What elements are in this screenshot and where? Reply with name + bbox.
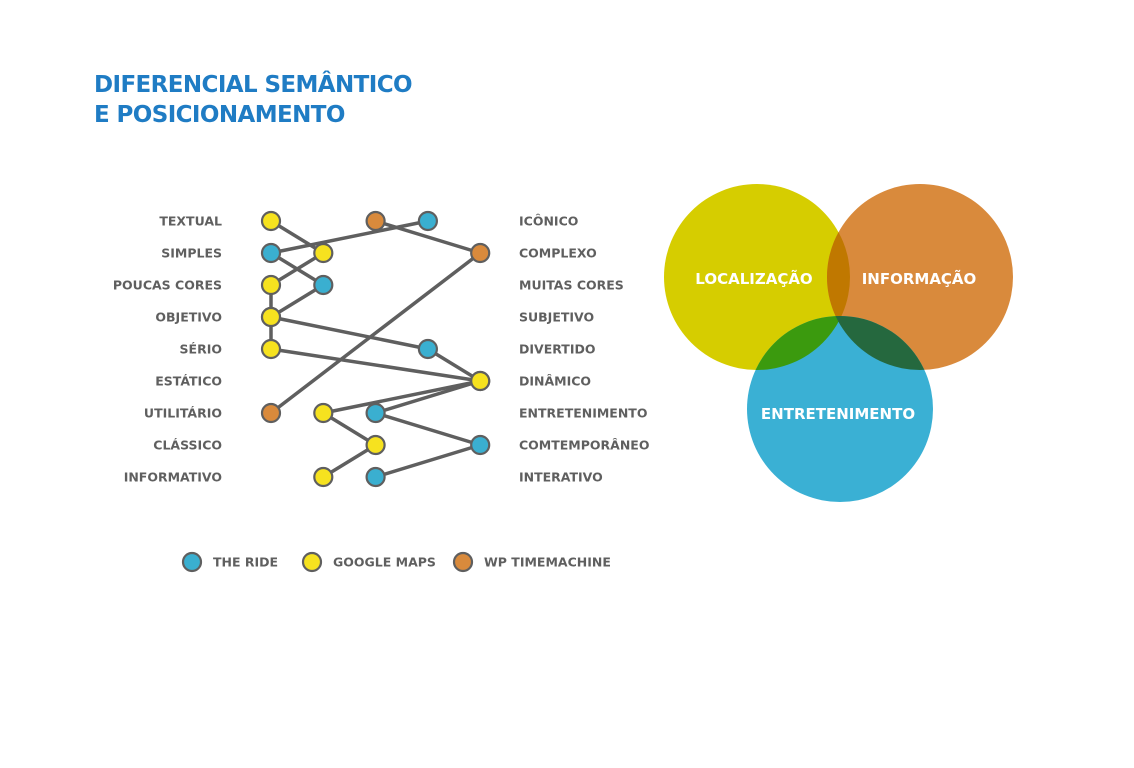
data-marker-the-ride (365, 466, 386, 488)
data-marker-wp-timemachine (260, 402, 282, 424)
legend-label-the-ride: THE RIDE (213, 555, 278, 570)
row-right-label: SUBJETIVO (519, 310, 594, 325)
title-line-2: E POSICIONAMENTO (94, 102, 345, 128)
data-marker-google-maps (313, 402, 334, 424)
row-right-label: INTERATIVO (519, 470, 603, 485)
data-marker-google-maps (260, 306, 282, 328)
row-left-label: SIMPLES (161, 246, 222, 261)
series-line-wp-timemachine (269, 219, 482, 415)
legend-swatch-google-maps (301, 551, 323, 573)
data-marker-google-maps (260, 274, 282, 296)
data-marker-google-maps (313, 242, 334, 264)
venn-diagram: LOCALIZAÇÃO INFORMAÇÃO ENTRETENIMENTO (664, 184, 1013, 502)
data-marker-the-ride (365, 402, 386, 424)
row-right-label: COMPLEXO (519, 246, 597, 261)
row-right-label: ICÔNICO (519, 214, 578, 229)
row-left-label: INFORMATIVO (124, 470, 222, 485)
data-marker-wp-timemachine (365, 210, 386, 232)
row-left-label: POUCAS CORES (113, 278, 222, 293)
data-marker-the-ride (417, 210, 438, 232)
venn-label-entretenimento: ENTRETENIMENTO (761, 405, 915, 423)
venn-overlap-informacao-entretenimento (827, 316, 933, 370)
legend-label-wp-timemachine: WP TIMEMACHINE (484, 555, 611, 570)
data-marker-google-maps (365, 434, 386, 456)
semantic-differential-markers (260, 210, 491, 488)
row-left-label: TEXTUAL (159, 214, 222, 229)
row-left-label: OBJETIVO (155, 310, 222, 325)
page-title: DIFERENCIAL SEMÂNTICO E POSICIONAMENTO (94, 70, 413, 130)
legend-swatch-the-ride (181, 551, 203, 573)
row-left-label: ESTÁTICO (155, 374, 222, 389)
data-marker-google-maps (313, 466, 334, 488)
legend-label-google-maps: GOOGLE MAPS (333, 555, 436, 570)
row-left-label: CLÁSSICO (153, 438, 222, 453)
data-marker-the-ride (470, 434, 491, 456)
semantic-differential-labels: TEXTUAL ICÔNICO SIMPLES COMPLEXO POUCAS CORE… (113, 214, 650, 485)
venn-overlap-localizacao-entretenimento (747, 316, 850, 370)
venn-label-localizacao: LOCALIZAÇÃO (695, 269, 812, 288)
data-marker-google-maps (260, 210, 282, 232)
data-marker-the-ride (417, 338, 438, 360)
row-right-label: DINÂMICO (519, 374, 591, 389)
row-left-label: UTILITÁRIO (144, 406, 222, 421)
row-right-label: COMTEMPORÂNEO (519, 438, 649, 453)
legend: THE RIDE GOOGLE MAPS WP TIMEMACHINE (181, 551, 611, 573)
data-marker-wp-timemachine (470, 242, 491, 264)
row-right-label: DIVERTIDO (519, 342, 595, 357)
venn-label-informacao: INFORMAÇÃO (862, 269, 977, 288)
legend-swatch-wp-timemachine (452, 551, 474, 573)
row-right-label: ENTRETENIMENTO (519, 406, 647, 421)
data-marker-google-maps (260, 338, 282, 360)
row-left-label: SÉRIO (180, 342, 222, 357)
title-line-1: DIFERENCIAL SEMÂNTICO (94, 72, 413, 98)
data-marker-the-ride (313, 274, 334, 296)
row-right-label: MUITAS CORES (519, 278, 624, 293)
data-marker-the-ride (260, 242, 282, 264)
data-marker-google-maps (470, 370, 491, 392)
